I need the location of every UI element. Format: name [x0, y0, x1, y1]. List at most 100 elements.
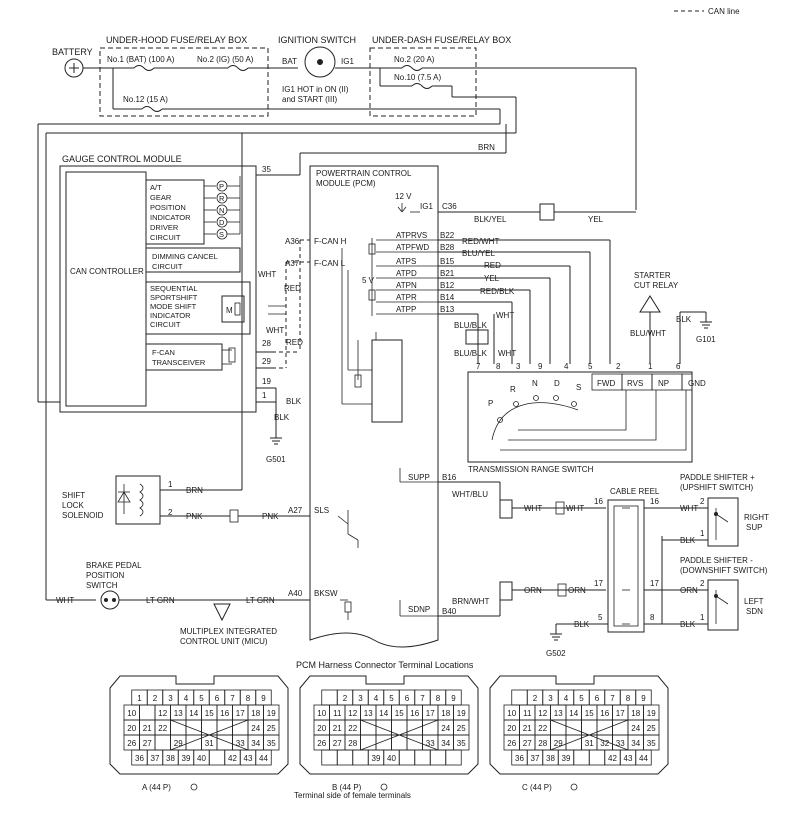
can-controller-box [65, 171, 147, 407]
brake-title-3: SWITCH [86, 581, 118, 590]
shift-lock-solenoid [115, 475, 161, 525]
pcm-a37: A37 [285, 259, 300, 268]
connector-cell-label: 37 [531, 754, 540, 763]
connector-cell-label: 19 [457, 709, 466, 718]
g502-label: G502 [546, 649, 566, 658]
connector-cell-label: 27 [333, 739, 342, 748]
pcm-yel-label: YEL [588, 215, 604, 224]
pcm-a40: A40 [288, 589, 303, 598]
connector-cell-label: 1 [137, 694, 142, 703]
connector-cell-label: 39 [182, 754, 191, 763]
connector-cell-label: 16 [600, 709, 609, 718]
connector-cell-label: 33 [236, 739, 245, 748]
connector-cell-label: 4 [374, 694, 379, 703]
terminating-resistor-icon [228, 347, 236, 363]
connector-cell-label: 24 [631, 724, 640, 733]
fuse-12-label: No.12 (15 A) [123, 95, 168, 104]
shift-lock-pin-1: 1 [168, 480, 173, 489]
pcm-supp-label: SUPP [408, 473, 430, 482]
transmission-range-switch [467, 371, 693, 463]
connector-cell-label: 2 [533, 694, 538, 703]
connector-body [299, 675, 479, 775]
input-name-6: ATPP [396, 305, 416, 314]
connector-cell-label: 35 [457, 739, 466, 748]
connector-mark-icon [570, 783, 578, 791]
connector-cell-label: 17 [426, 709, 435, 718]
at-gear-line-3: INDICATOR [150, 213, 191, 222]
svg-text:7: 7 [476, 362, 481, 371]
connector-cell-label: 31 [205, 739, 214, 748]
connector-cell [232, 719, 249, 736]
reel-pin-8: 8 [650, 613, 655, 622]
connector-cell-label: 36 [515, 754, 524, 763]
connector-cell-label: 38 [166, 754, 175, 763]
ig1-hot-line-2: and START (III) [282, 95, 337, 104]
g101-label: G101 [696, 335, 716, 344]
starter-title-1: STARTER [634, 271, 671, 280]
connector-cell [185, 734, 202, 751]
paddle-up-title-2: (UPSHIFT SWITCH) [680, 483, 754, 492]
connector-cell-label: 26 [127, 739, 136, 748]
fuse-ig-label: No.2 (IG) (50 A) [197, 55, 254, 64]
at-gear-line-2: POSITION [150, 203, 186, 212]
connector-cell-label: 24 [251, 724, 260, 733]
connector-cell [414, 749, 431, 766]
connector-cell-label: 7 [420, 694, 425, 703]
shift-lock-title-2: LOCK [62, 501, 84, 510]
pcm-a27: A27 [288, 506, 303, 515]
at-gear-line-4: DRIVER [150, 223, 179, 232]
fcan-transceiver-box [145, 343, 223, 371]
connector-cell-label: 4 [184, 694, 189, 703]
under-dash-box-title: UNDER-DASH FUSE/RELAY BOX [372, 35, 511, 45]
input-name-4: ATPN [396, 281, 417, 290]
paddle-wht-out-label: WHT [680, 504, 698, 513]
connector-cell [336, 749, 354, 766]
connector-cell-label: 4 [564, 694, 569, 703]
pcm-module [309, 165, 439, 648]
connector-cell-label: 34 [251, 739, 260, 748]
shift-lock-pin-2: 2 [168, 508, 173, 517]
connector-cell [321, 749, 338, 766]
connector-cell-label: 29 [174, 739, 183, 748]
under-hood-box-title: UNDER-HOOD FUSE/RELAY BOX [106, 35, 247, 45]
connector-cell [170, 719, 187, 736]
connector-cell-label: 44 [639, 754, 648, 763]
solenoid-coil-icon [139, 483, 144, 517]
gcm-pin-35: 35 [262, 165, 271, 174]
fcan-line-0: F-CAN [152, 348, 175, 357]
reel-pin-17b: 17 [650, 579, 659, 588]
connector-cell-label: 35 [267, 739, 276, 748]
gcm-blk-label: BLK [286, 397, 302, 406]
at-gear-line-5: CIRCUIT [150, 233, 181, 242]
pcm-a36: A36 [285, 237, 300, 246]
paddle-orn-out-label: ORN [680, 586, 698, 595]
paddle-blk-dn-label: BLK [680, 620, 696, 629]
at-gear-line-0: A/T [150, 183, 162, 192]
connector-cell-label: 17 [616, 709, 625, 718]
svg-text:R: R [219, 194, 225, 203]
trs-title: TRANSMISSION RANGE SWITCH [468, 465, 594, 474]
connector-cell-label: 18 [441, 709, 450, 718]
connector-cell-label: 26 [507, 739, 516, 748]
starter-blk-label: BLK [676, 315, 692, 324]
connector-cell-label: 12 [348, 709, 357, 718]
connector-cell-label: 37 [151, 754, 160, 763]
pcm-fcanh-label: F-CAN H [314, 237, 347, 246]
connector-cell-label: 8 [436, 694, 441, 703]
seq-line-0: SEQUENTIAL [150, 284, 198, 293]
paddle-brn-wht-label: BRN/WHT [452, 597, 489, 606]
connector-cell-label: 27 [523, 739, 532, 748]
connector-cell-label: 29 [554, 739, 563, 748]
connector-body [489, 675, 669, 775]
connector-cell-label: 31 [585, 739, 594, 748]
connector-cell-label: 36 [135, 754, 144, 763]
brake-title-1: BRAKE PEDAL [86, 561, 142, 570]
svg-text:4: 4 [564, 362, 569, 371]
connector-cell-label: 14 [189, 709, 198, 718]
input-wire-0: RED/WHT [462, 237, 499, 246]
connector-body [109, 675, 289, 775]
gcm-pin-28: 28 [262, 339, 271, 348]
connector-cell [139, 704, 156, 721]
connector-cell-label: 8 [626, 694, 631, 703]
